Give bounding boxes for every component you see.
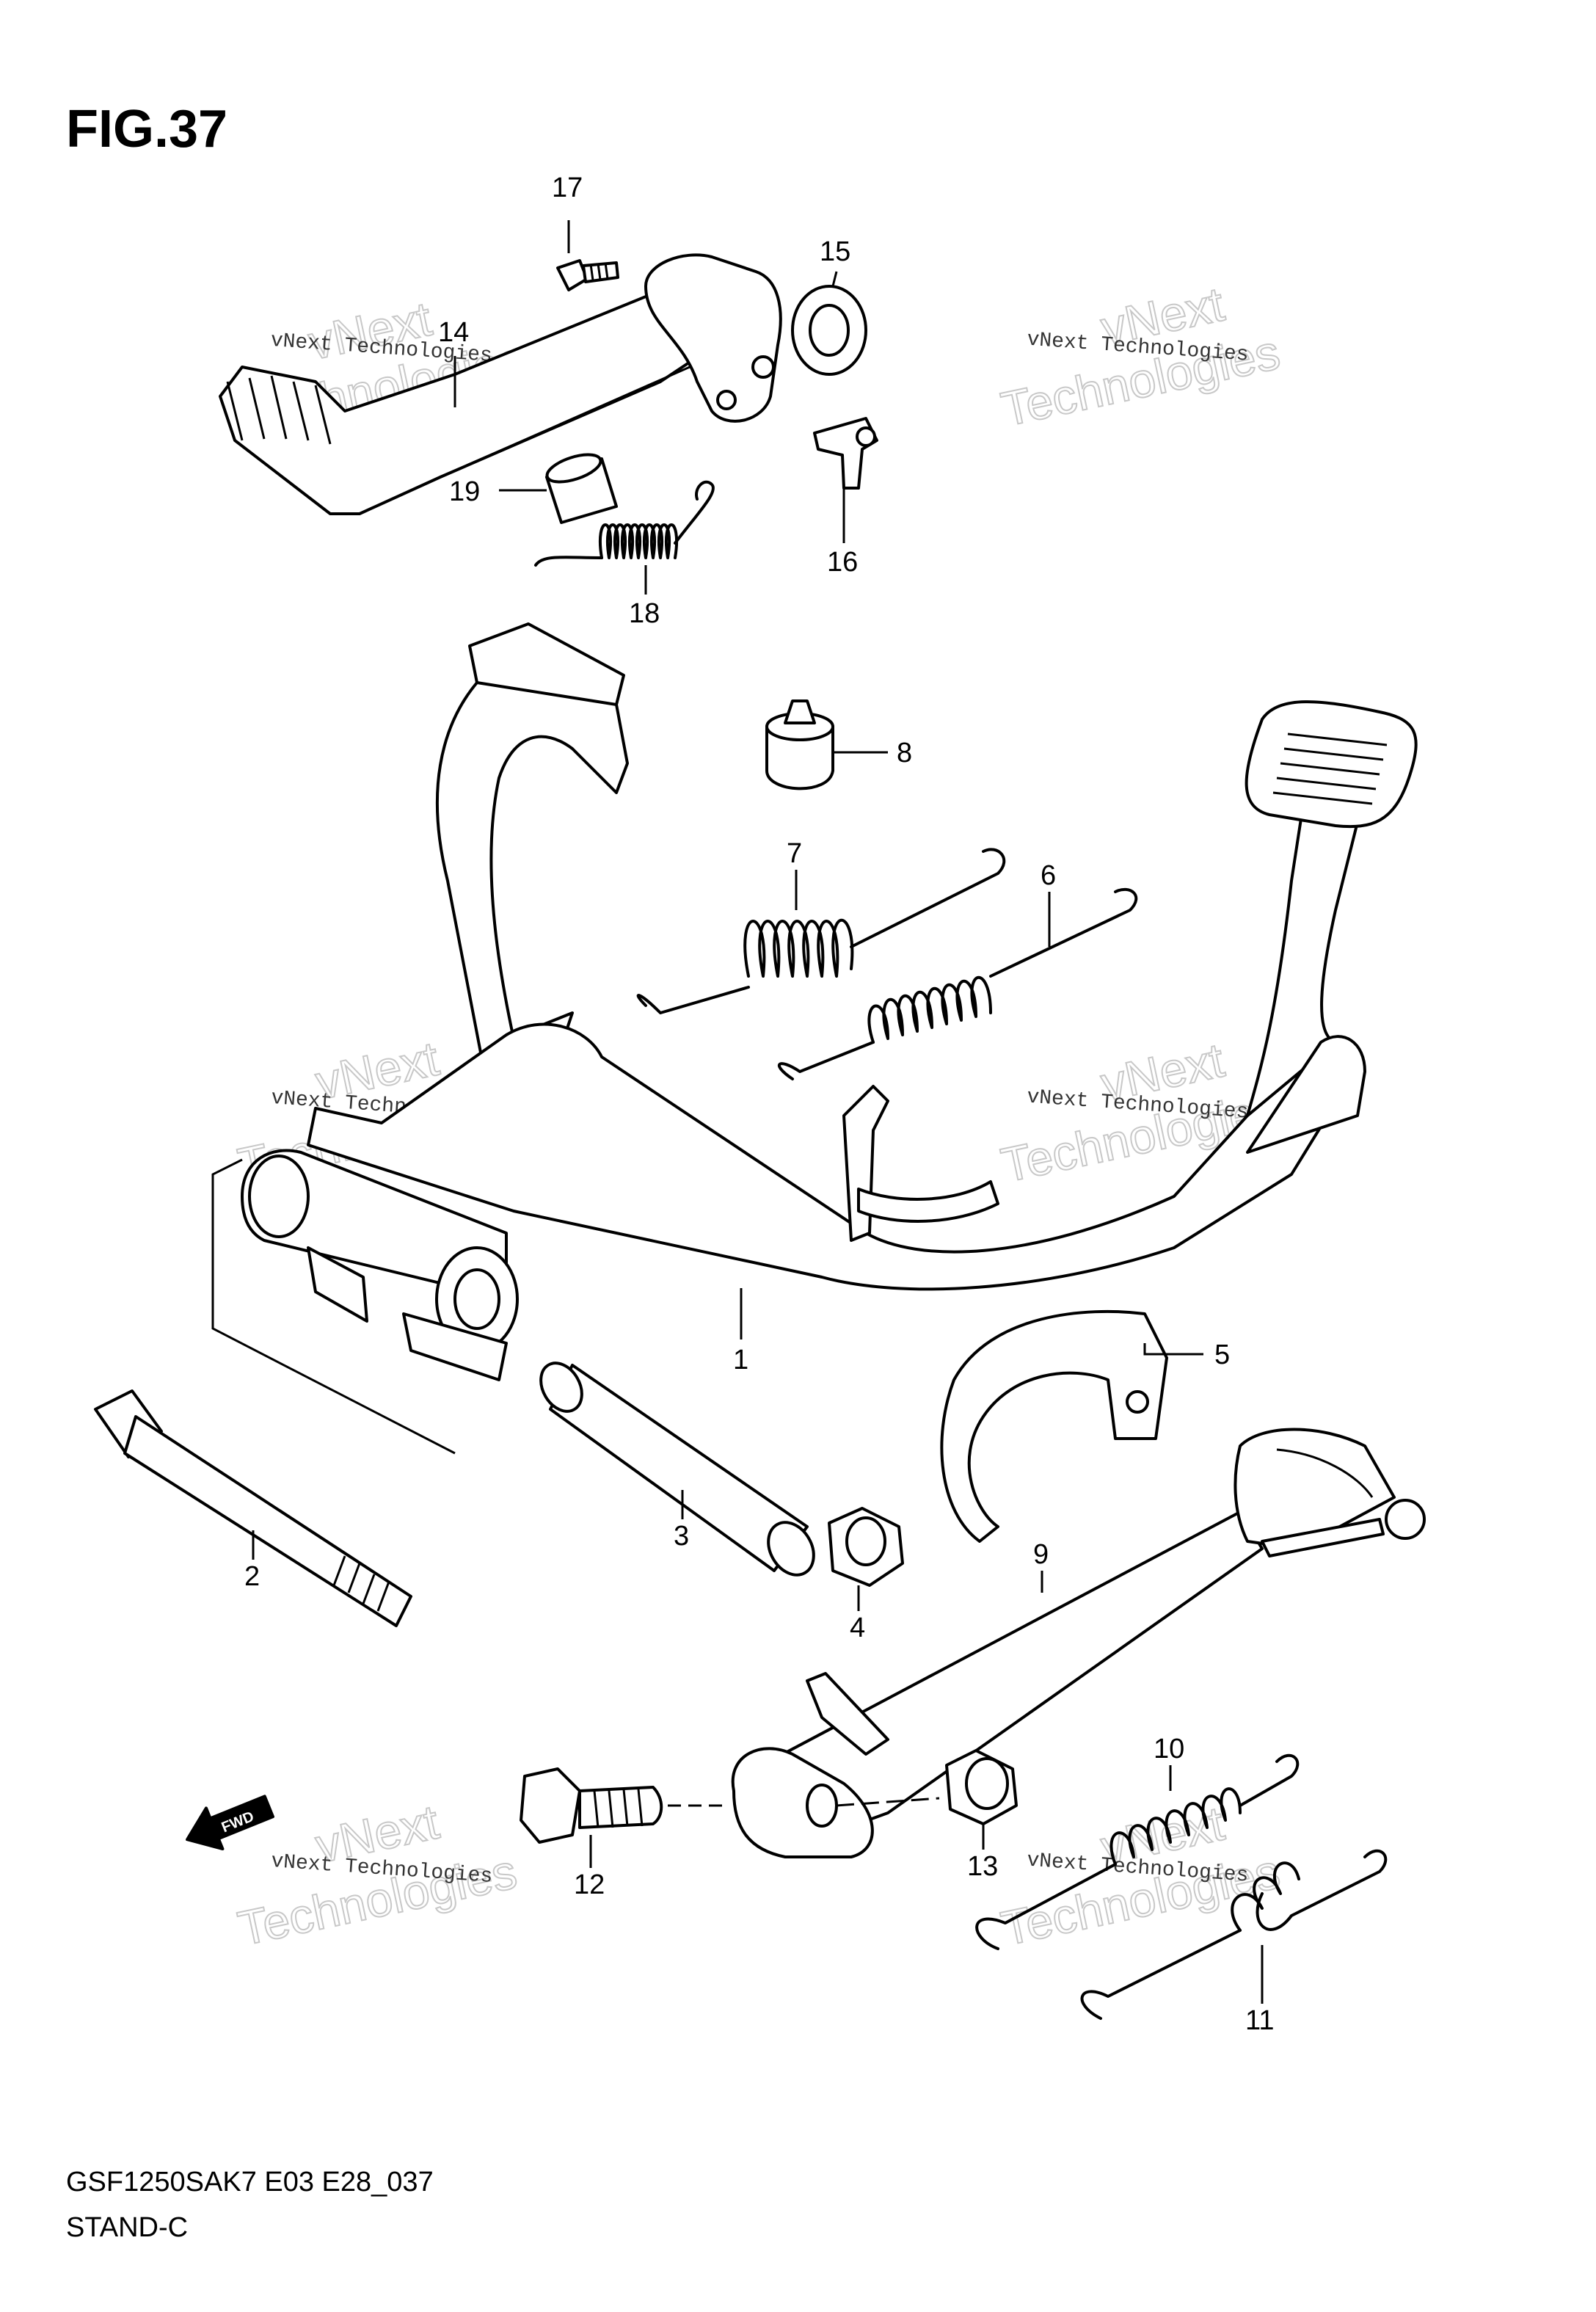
part-5-bracket [940, 1309, 1168, 1543]
part-17-bolt [556, 259, 619, 291]
callout-8: 8 [897, 738, 912, 768]
callout-10: 10 [1154, 1734, 1184, 1764]
part-15-washer [791, 285, 867, 376]
figure-section: STAND-C [66, 2212, 188, 2243]
part-8-rubber-stopper [765, 699, 834, 790]
callout-numbers: 1 2 3 4 5 6 7 8 9 10 11 12 13 14 15 16 1… [244, 172, 1274, 2036]
part-12-bolt [520, 1767, 940, 1844]
part-2-bolt [94, 1389, 412, 1627]
part-18-spring [534, 480, 715, 567]
callout-5: 5 [1214, 1339, 1230, 1370]
part-10-spring [975, 1753, 1300, 1950]
callout-9: 9 [1033, 1539, 1049, 1570]
part-19-bushing [545, 453, 618, 524]
figure-title: FIG.37 [66, 100, 227, 159]
callout-18: 18 [629, 598, 660, 629]
callout-4: 4 [850, 1613, 865, 1643]
fwd-arrow-icon: FWD [186, 1795, 274, 1851]
callout-11: 11 [1245, 2005, 1274, 2036]
part-9-side-stand [731, 1428, 1426, 1858]
part-3-pipe [539, 1362, 815, 1577]
part-16-clip [813, 417, 878, 490]
callout-6: 6 [1041, 860, 1056, 891]
callout-19: 19 [449, 476, 480, 507]
part-4-nut [828, 1507, 904, 1587]
part-13-nut [945, 1749, 1018, 1825]
callout-13: 13 [967, 1851, 998, 1882]
callout-7: 7 [787, 838, 802, 869]
callout-2: 2 [244, 1561, 260, 1592]
leader-lines [252, 220, 1264, 2004]
part-11-spring [1080, 1849, 1388, 2020]
callout-15: 15 [820, 236, 850, 267]
watermark-top-right: vNext Technologies vNext Technologies [996, 276, 1285, 437]
callout-1: 1 [733, 1345, 748, 1375]
part-6-spring [777, 887, 1138, 1080]
callout-17: 17 [552, 172, 583, 203]
callout-14: 14 [438, 317, 469, 348]
figure-code: GSF1250SAK7 E03 E28_037 [66, 2167, 434, 2198]
part-7-spring [636, 848, 1006, 1014]
watermark-bottom-left: vNext Technologies vNext Technologies [233, 1794, 522, 1957]
callout-3: 3 [674, 1521, 689, 1552]
part-1-center-stand [211, 622, 1418, 1455]
part-14-brake-pedal [219, 253, 782, 515]
callout-16: 16 [827, 547, 858, 578]
callout-12: 12 [574, 1869, 605, 1900]
watermark-bottom-right: vNext Technologies vNext Technologies [996, 1795, 1285, 1957]
